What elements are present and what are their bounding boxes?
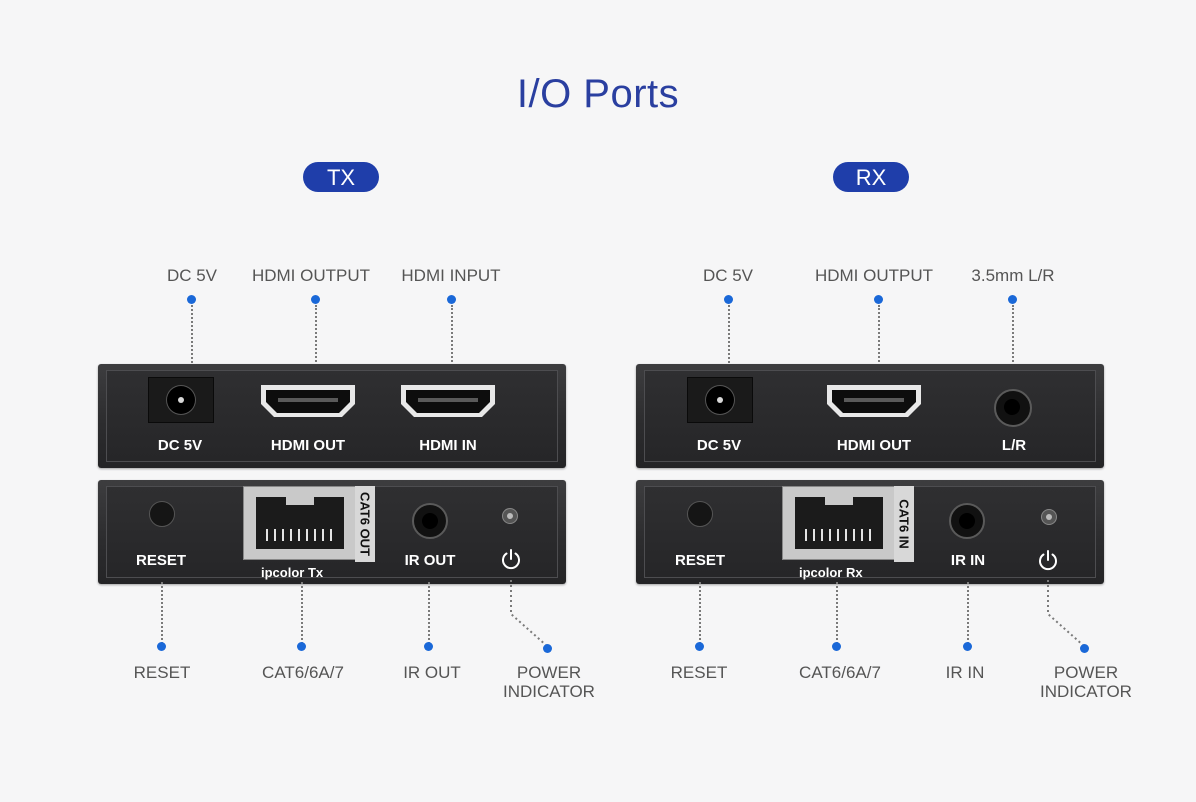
tx-callout-cat: CAT6/6A/7: [262, 663, 344, 682]
rj45-pins: [805, 529, 873, 541]
tx-cat-label-text: CAT6 OUT: [357, 491, 373, 557]
tx-hdmi-in-port[interactable]: [398, 382, 498, 420]
tx-callout-power-2: INDICATOR: [503, 682, 595, 701]
leader-line: [728, 305, 730, 391]
rx-callout-cat: CAT6/6A/7: [799, 663, 881, 682]
rx-panel-label-reset: RESET: [674, 552, 725, 569]
leader-line: [428, 582, 430, 644]
rx-panel-label-ir: IR IN: [950, 552, 986, 569]
callout-dot: [874, 295, 883, 304]
leader-line: [315, 305, 317, 385]
callout-dot: [695, 642, 704, 651]
rx-cat-label: CAT6 IN: [894, 486, 914, 562]
rj45-socket: [256, 497, 344, 549]
rx-brand-text: ipcolor Rx: [799, 565, 863, 580]
rx-panel-label-hdmi-out: HDMI OUT: [836, 437, 912, 454]
rx-callout-ir: IR IN: [945, 663, 985, 682]
callout-dot: [157, 642, 166, 651]
power-icon: [1037, 549, 1059, 571]
callout-dot: [1080, 644, 1089, 653]
rx-callout-hdmi-output: HDMI OUTPUT: [814, 266, 934, 285]
dc-jack-socket: [706, 386, 734, 414]
tx-ir-out-jack[interactable]: [412, 503, 448, 539]
leader-line: [836, 582, 838, 644]
callout-dot: [832, 642, 841, 651]
leader-line: [1012, 305, 1014, 389]
rx-callout-reset: RESET: [670, 663, 728, 682]
rx-panel-label-audio: L/R: [1001, 437, 1027, 454]
tx-panel-label-reset: RESET: [135, 552, 186, 569]
callout-dot: [424, 642, 433, 651]
rj45-tab: [825, 497, 853, 505]
rx-rj45-port[interactable]: [782, 486, 895, 560]
tx-callout-reset: RESET: [133, 663, 191, 682]
rx-rear-panel: RESET CAT6 IN ipcolor Rx IR IN: [636, 480, 1104, 584]
rx-dc-jack[interactable]: [687, 377, 753, 423]
callout-dot: [187, 295, 196, 304]
callout-dot: [724, 295, 733, 304]
tx-badge: TX: [303, 162, 379, 192]
leader-line: [301, 582, 303, 644]
rx-reset-button[interactable]: [687, 501, 713, 527]
power-icon: [500, 548, 522, 570]
leader-line: [451, 305, 453, 385]
leader-line: [510, 580, 548, 647]
leader-line: [1047, 580, 1085, 647]
leader-line: [967, 582, 969, 644]
rx-panel-label-dc: DC 5V: [696, 437, 742, 454]
tx-front-panel: DC 5V HDMI OUT HDMI IN: [98, 364, 566, 468]
leader-line: [191, 305, 193, 391]
rx-power-led: [1041, 509, 1057, 525]
callout-dot: [543, 644, 552, 653]
callout-dot: [963, 642, 972, 651]
tx-panel-label-ir: IR OUT: [404, 552, 456, 569]
leader-line: [699, 582, 701, 644]
tx-dc-jack[interactable]: [148, 377, 214, 423]
tx-callout-hdmi-input: HDMI INPUT: [401, 266, 501, 285]
tx-panel-label-hdmi-out: HDMI OUT: [270, 437, 346, 454]
tx-hdmi-out-port[interactable]: [258, 382, 358, 420]
rx-callout-dc: DC 5V: [702, 266, 754, 285]
leader-line: [161, 582, 163, 644]
leader-line: [878, 305, 880, 385]
rx-callout-audio: 3.5mm L/R: [971, 266, 1055, 285]
rj45-pins: [266, 529, 334, 541]
callout-dot: [447, 295, 456, 304]
rx-callout-power-1: POWER: [1053, 663, 1119, 682]
tx-cat-label: CAT6 OUT: [355, 486, 375, 562]
tx-panel-label-hdmi-in: HDMI IN: [419, 437, 477, 454]
rj45-tab: [286, 497, 314, 505]
rx-badge: RX: [833, 162, 909, 192]
callout-dot: [297, 642, 306, 651]
tx-callout-ir: IR OUT: [403, 663, 461, 682]
rx-callout-power-2: INDICATOR: [1040, 682, 1132, 701]
rx-audio-jack[interactable]: [994, 389, 1032, 427]
tx-panel-label-dc: DC 5V: [157, 437, 203, 454]
tx-callout-dc: DC 5V: [166, 266, 218, 285]
rx-hdmi-out-port[interactable]: [824, 382, 924, 420]
callout-dot: [1008, 295, 1017, 304]
tx-reset-button[interactable]: [149, 501, 175, 527]
tx-rear-panel: RESET CAT6 OUT ipcolor Tx IR OUT: [98, 480, 566, 584]
rx-cat-label-text: CAT6 IN: [896, 499, 912, 549]
tx-callout-hdmi-output: HDMI OUTPUT: [251, 266, 371, 285]
page-title: I/O Ports: [516, 72, 680, 116]
tx-power-led: [502, 508, 518, 524]
tx-callout-power-1: POWER: [516, 663, 582, 682]
tx-rj45-port[interactable]: [243, 486, 356, 560]
tx-brand-text: ipcolor Tx: [261, 565, 324, 580]
rx-front-panel: DC 5V HDMI OUT L/R: [636, 364, 1104, 468]
rj45-socket: [795, 497, 883, 549]
dc-jack-socket: [167, 386, 195, 414]
rx-ir-in-jack[interactable]: [949, 503, 985, 539]
callout-dot: [311, 295, 320, 304]
